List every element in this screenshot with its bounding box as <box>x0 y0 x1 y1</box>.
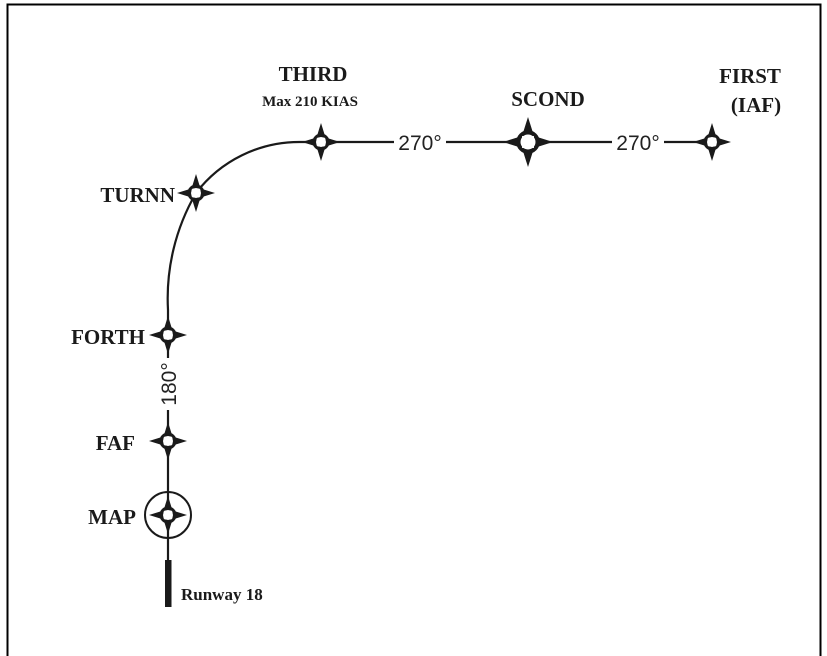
runway-label: Runway 18 <box>181 585 263 604</box>
frame-border <box>6 3 822 656</box>
map-circle <box>144 491 192 539</box>
course-label: 270° <box>398 132 441 155</box>
fix-third-label: THIRD <box>279 62 348 86</box>
fix-second-label: SCOND <box>511 87 585 111</box>
fix-turn-label: TURNN <box>100 183 175 207</box>
turn-arc <box>195 140 321 194</box>
fix-first-sublabel: (IAF) <box>731 93 781 117</box>
fix-map-label: MAP <box>88 505 136 529</box>
runway-bar <box>165 560 172 607</box>
course-label: 180° <box>158 362 181 405</box>
course-label: 270° <box>616 132 659 155</box>
fix-faf-label: FAF <box>96 431 135 455</box>
turn-arc <box>166 192 197 335</box>
fix-fourth-label: FORTH <box>71 325 145 349</box>
fix-first-label: FIRST <box>719 64 781 88</box>
fix-third-note: Max 210 KIAS <box>262 94 358 110</box>
